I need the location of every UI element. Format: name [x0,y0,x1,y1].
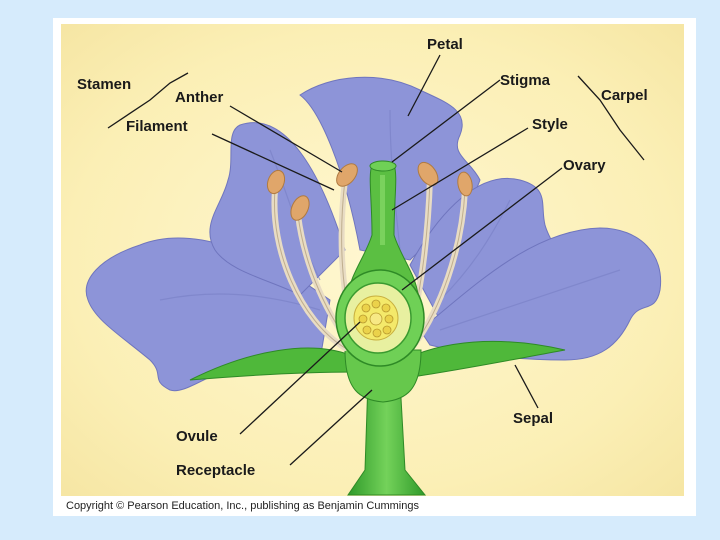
label-filament: Filament [126,118,188,135]
stigma [369,160,397,172]
sepals [189,340,566,381]
label-petal: Petal [427,36,463,53]
label-style: Style [532,116,568,133]
petal-right [419,227,662,361]
sepal-right [399,340,566,379]
label-ovary: Ovary [563,157,606,174]
petal-left-back [209,122,346,296]
label-anther: Anther [175,89,224,106]
label-stigma: Stigma [500,72,551,89]
carpel-bracket [577,75,645,161]
label-ovule: Ovule [176,428,218,445]
anthers [266,161,473,221]
label-receptacle: Receptacle [176,462,256,479]
label-carpel: Carpel [601,87,648,104]
stamen-bracket [107,72,189,129]
label-sepal: Sepal [513,410,554,427]
copyright-notice: Copyright © Pearson Education, Inc., pub… [66,500,419,512]
ovules [358,299,394,338]
sepal-left [189,347,356,381]
style-highlight [380,175,385,245]
leader-lines [211,54,563,466]
label-stamen: Stamen [77,76,132,93]
